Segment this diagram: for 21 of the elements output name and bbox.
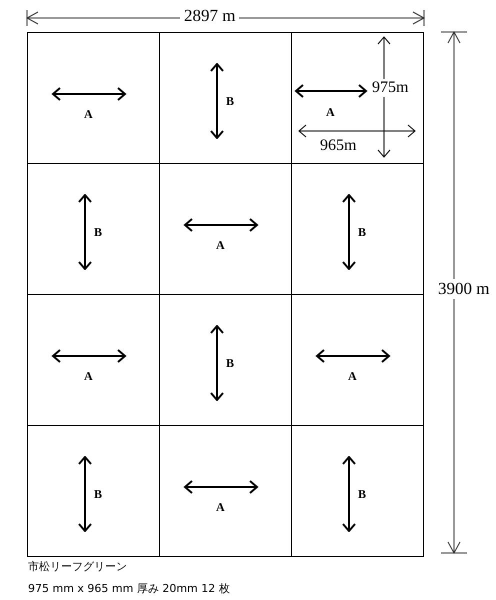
dimension-label: 965m <box>320 137 356 155</box>
floor-tile <box>27 32 160 164</box>
floor-tile <box>27 425 160 557</box>
direction-label: B <box>94 225 102 239</box>
direction-label: B <box>358 487 366 501</box>
direction-label: A <box>326 105 335 119</box>
direction-label: B <box>226 356 234 370</box>
dimension-label: 3900 m <box>436 279 492 299</box>
direction-label: A <box>84 107 93 121</box>
direction-label: B <box>94 487 102 501</box>
direction-label: A <box>216 238 225 252</box>
direction-label: A <box>348 369 357 383</box>
direction-label: B <box>358 225 366 239</box>
direction-label: B <box>226 94 234 108</box>
note-text: 市松リーフグリーン <box>28 560 127 574</box>
direction-label: A <box>84 369 93 383</box>
dimension-label: 975m <box>372 79 408 97</box>
direction-label: A <box>216 500 225 514</box>
note-text: 975 mm x 965 mm 厚み 20mm 12 枚 <box>28 582 230 596</box>
floor-tile <box>291 425 424 557</box>
floor-tile <box>291 32 424 164</box>
